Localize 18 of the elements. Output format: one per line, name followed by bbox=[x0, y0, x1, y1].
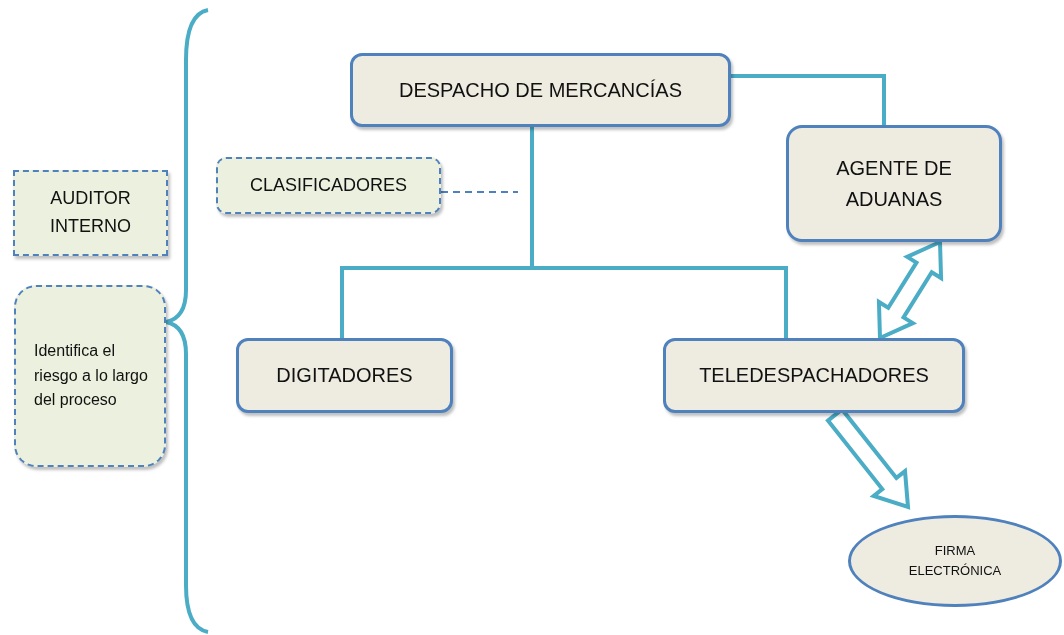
process-box bbox=[236, 338, 453, 413]
node-label: AGENTE DE ADUANAS bbox=[835, 155, 953, 212]
node-label: DESPACHO DE MERCANCÍAS bbox=[398, 77, 683, 103]
process-box bbox=[786, 125, 1002, 242]
node-label: TELEDESPACHADORES bbox=[698, 363, 930, 388]
process-box bbox=[663, 338, 965, 413]
process-box bbox=[350, 53, 731, 127]
node-label: Identifica el riesgo a lo largo del proceso bbox=[34, 340, 149, 411]
dashed-connector bbox=[440, 191, 519, 193]
connector-line bbox=[731, 74, 886, 125]
note-box bbox=[13, 170, 168, 256]
note-box bbox=[14, 285, 166, 467]
node-label: CLASIFICADORES bbox=[248, 173, 408, 197]
node-label: AUDITOR INTERNO bbox=[49, 187, 132, 238]
connector-line bbox=[530, 127, 788, 338]
node-label: DIGITADORES bbox=[275, 363, 414, 388]
note-box bbox=[216, 157, 441, 214]
node-label: FIRMA ELECTRÓNICA bbox=[907, 541, 1003, 580]
